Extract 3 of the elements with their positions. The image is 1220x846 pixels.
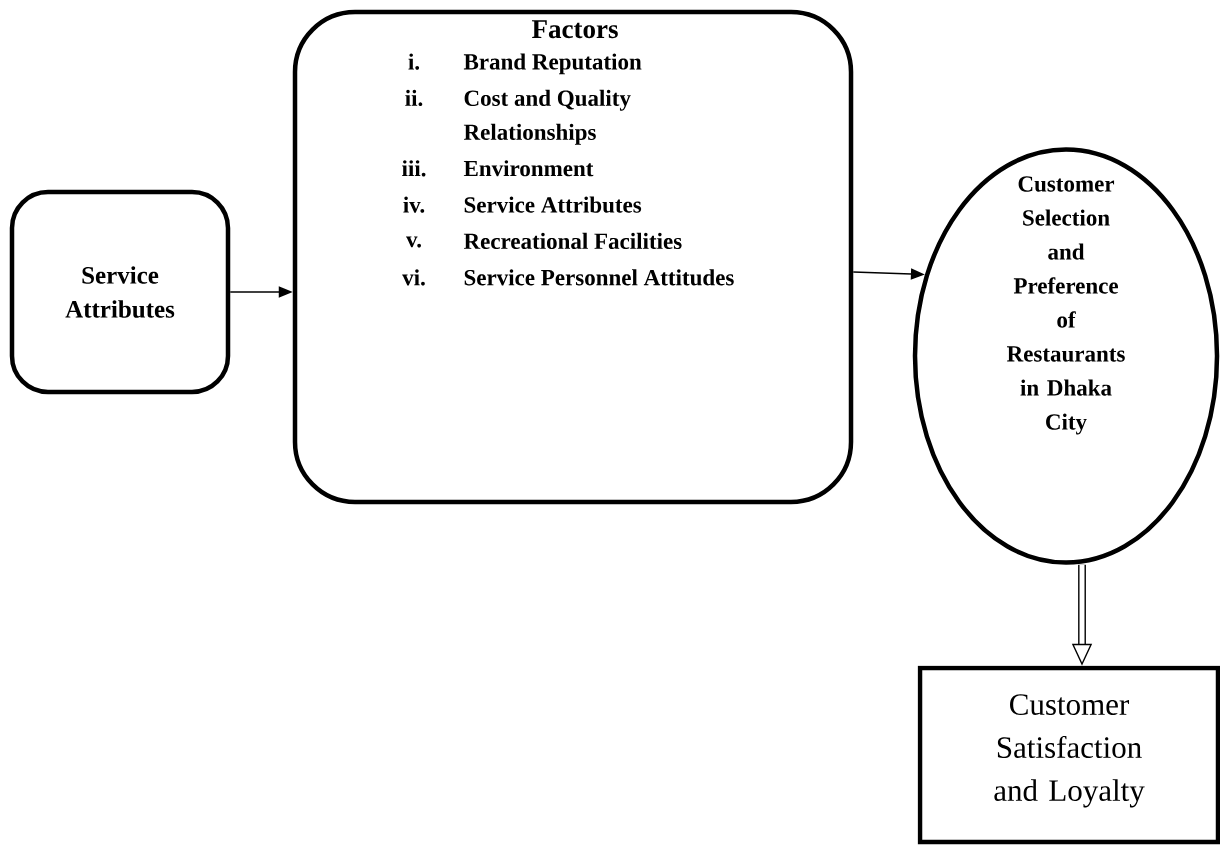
result-box: Customer Satisfaction and Loyalty: [917, 665, 1220, 845]
process-box: Service Attributes: [9, 189, 231, 395]
factors-box: Factors i. Brand Reputation ii. Cost and Quality Relationships iii. Environment iv. Service Attributes v. Recreational Facilities vi. Service Personnel Attitudes: [292, 9, 854, 505]
